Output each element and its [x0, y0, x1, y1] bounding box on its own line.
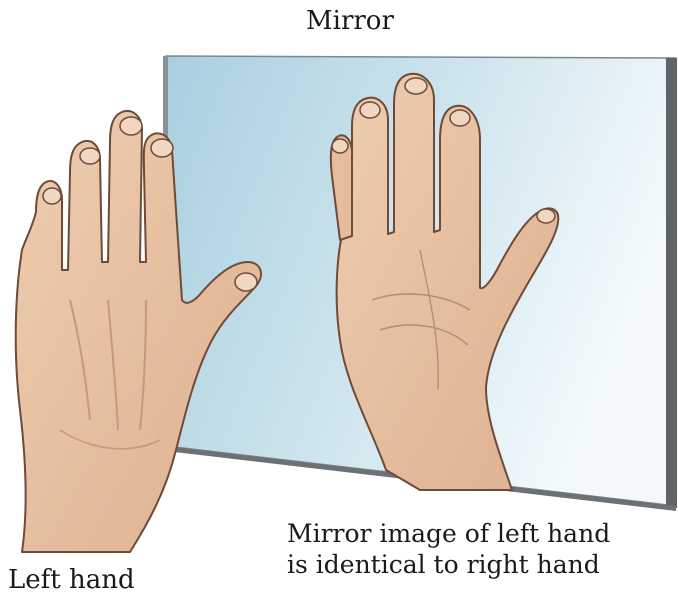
caption-line-2: is identical to right hand	[287, 549, 610, 580]
caption: Mirror image of left hand is identical t…	[287, 518, 610, 580]
left-hand-label: Left hand	[8, 565, 135, 595]
caption-line-1: Mirror image of left hand	[287, 518, 610, 549]
mirror-label: Mirror	[306, 6, 394, 36]
